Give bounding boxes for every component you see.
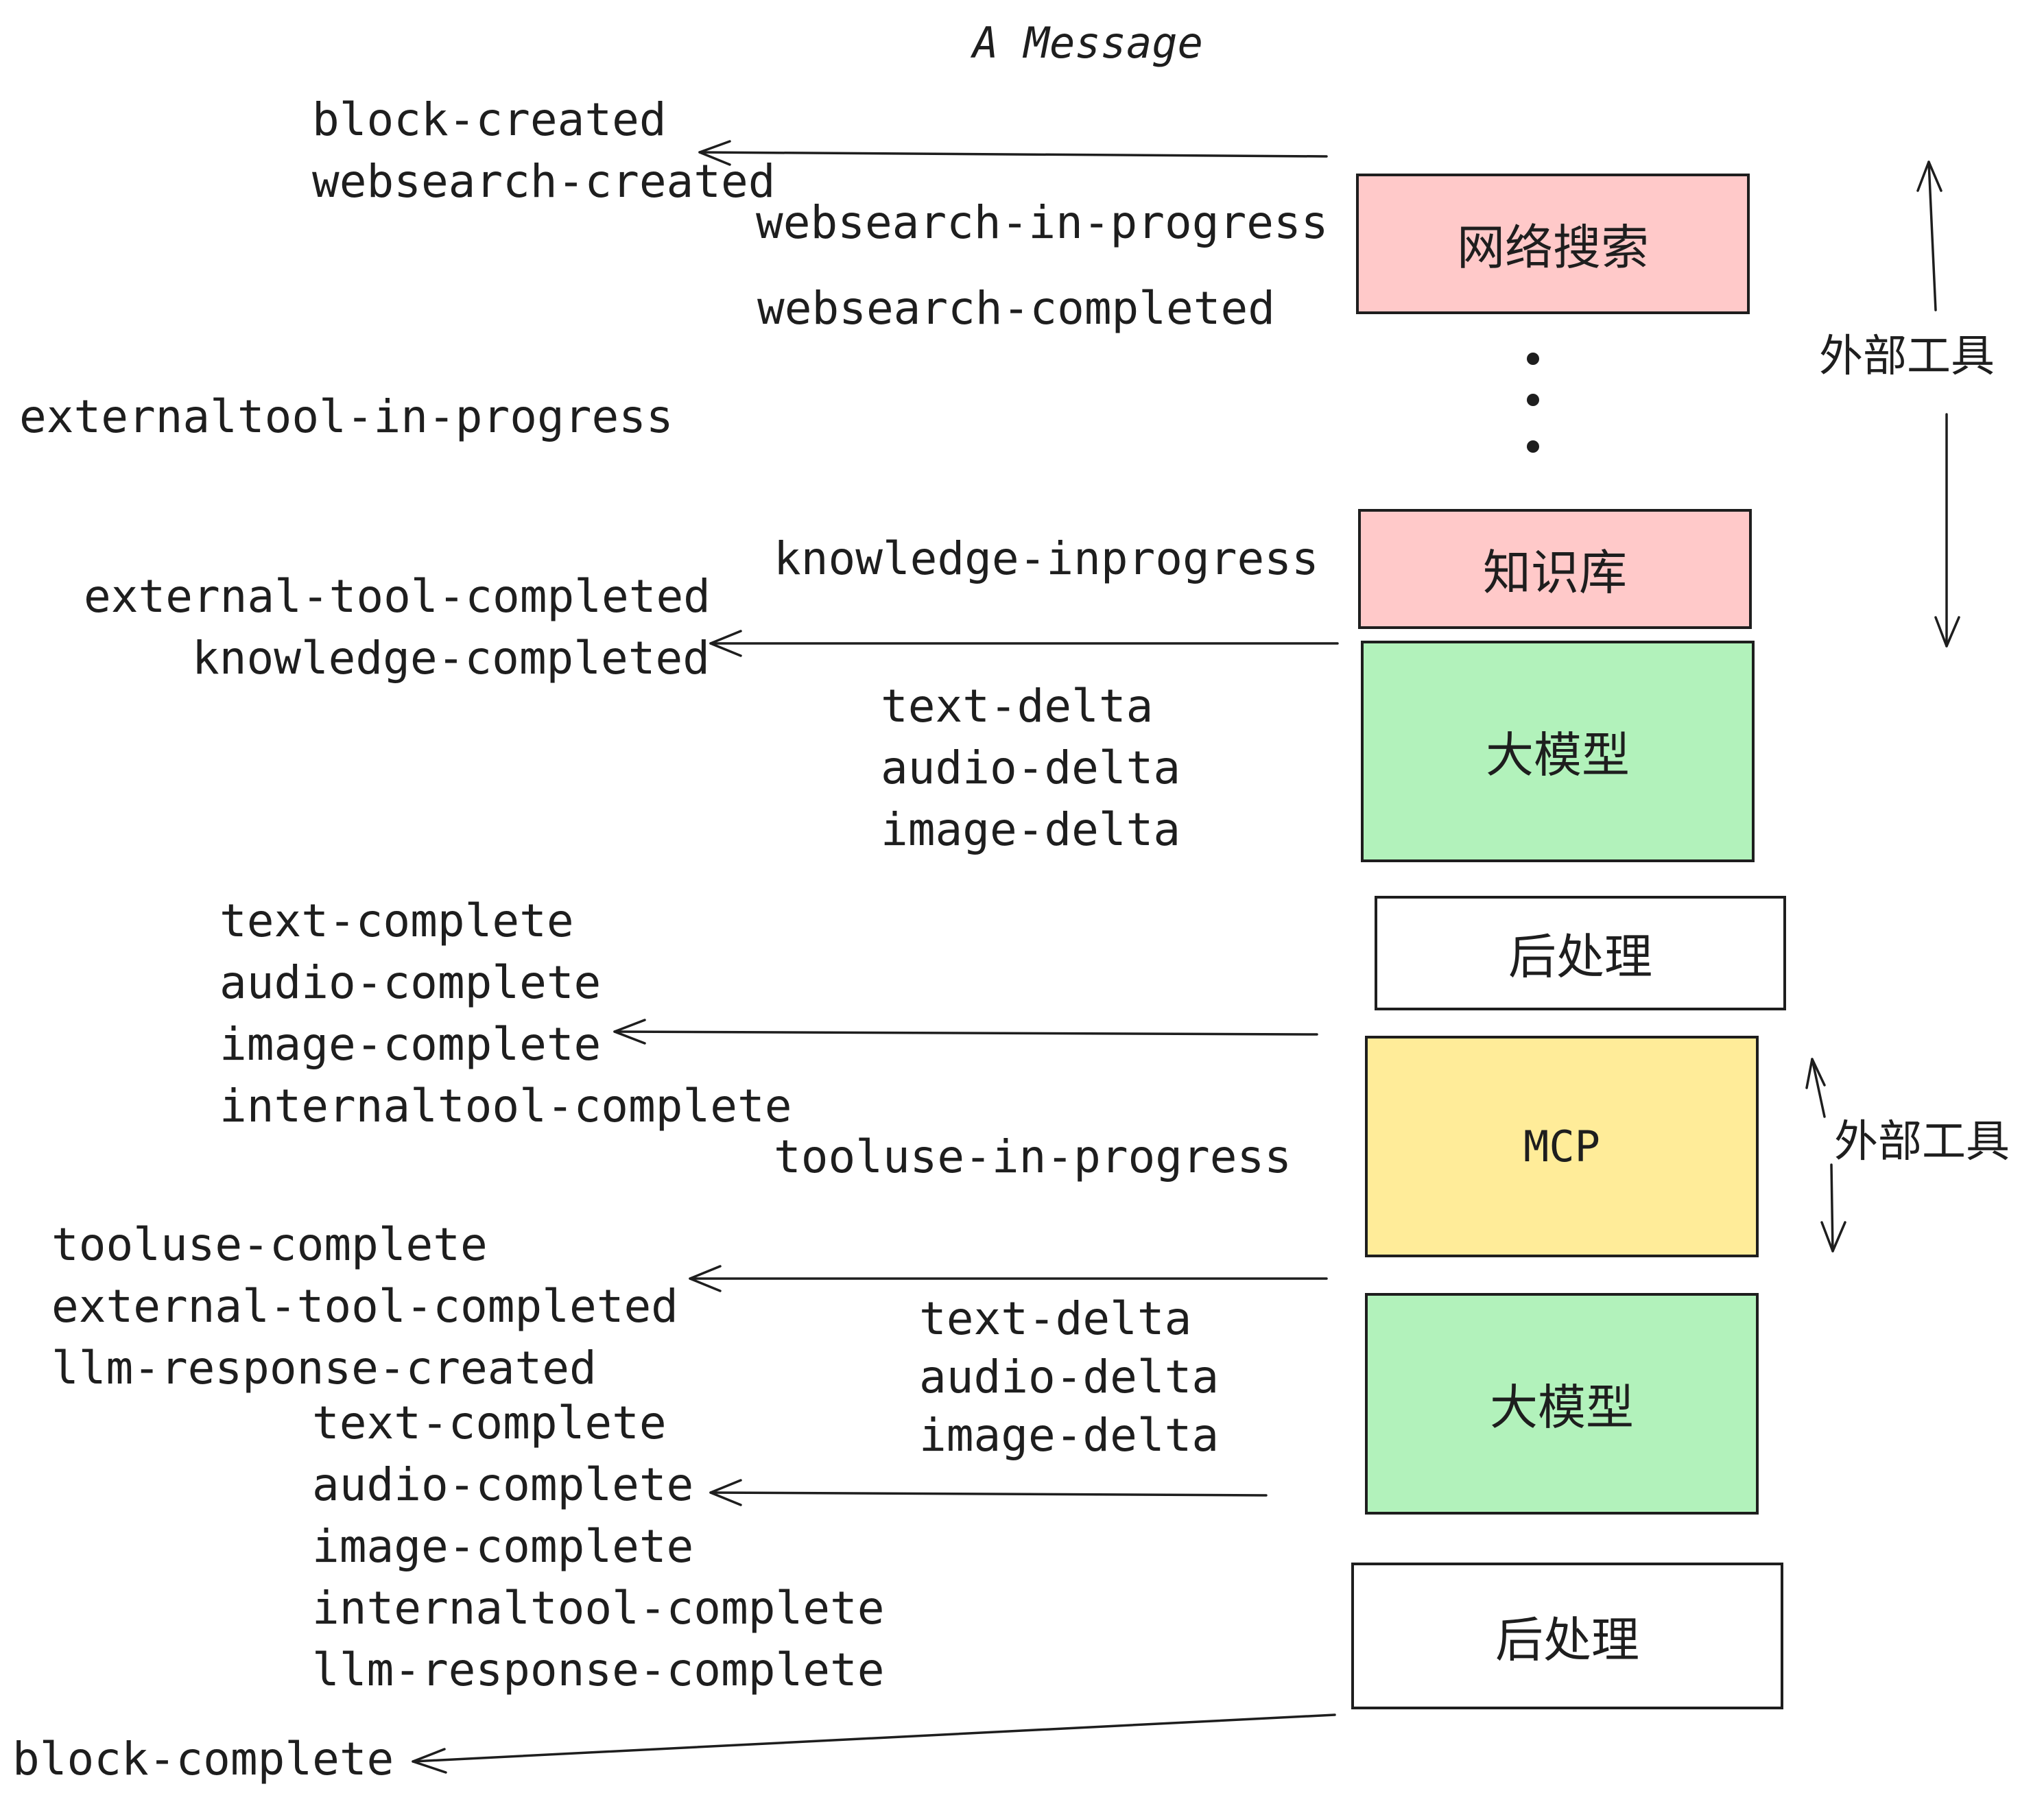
event-text-delta: text-delta: [919, 1292, 1192, 1345]
arrow-mcp-tools-up: [1805, 1058, 1826, 1118]
postprocess-box-1: 后处理: [1375, 896, 1786, 1010]
event-image-complete: image-complete: [219, 1018, 602, 1071]
event-audio-delta: audio-delta: [881, 741, 1181, 794]
event-audio-complete: audio-complete: [312, 1458, 694, 1511]
arrow-external-tools-up: [1916, 161, 1942, 311]
llm-box-2-label: 大模型: [1490, 1379, 1634, 1436]
event-block-complete: block-complete: [12, 1733, 394, 1785]
event-text-complete: text-complete: [312, 1397, 667, 1449]
llm-box-1: 大模型: [1361, 641, 1755, 862]
external-tools-label-top: 外部工具: [1819, 331, 1995, 382]
event-image-complete: image-complete: [312, 1520, 694, 1573]
mcp-box-label: MCP: [1523, 1121, 1600, 1172]
arrow-complete-1: [613, 1019, 1318, 1045]
event-external-tool-completed: external-tool-completed: [84, 570, 711, 623]
event-block-created: block-created: [312, 93, 667, 146]
event-llm-response-complete: llm-response-complete: [312, 1643, 885, 1696]
event-websearch-in-progress: websearch-in-progress: [756, 196, 1329, 249]
event-external-tool-completed: external-tool-completed: [51, 1280, 678, 1333]
event-tooluse-in-progress: tooluse-in-progress: [774, 1130, 1292, 1183]
event-llm-response-created: llm-response-created: [51, 1342, 597, 1394]
event-image-delta: image-delta: [881, 803, 1181, 856]
event-externaltool-in-progress: externaltool-in-progress: [19, 390, 674, 443]
ellipsis-dot: [1527, 394, 1539, 406]
knowledge-box: 知识库: [1358, 509, 1752, 629]
postprocess-box-2: 后处理: [1351, 1563, 1783, 1709]
arrow-external-tools-down: [1934, 413, 1960, 648]
arrow-tooluse-complete: [689, 1265, 1328, 1292]
knowledge-box-label: 知识库: [1483, 545, 1627, 601]
arrow-block-complete: [412, 1713, 1336, 1774]
diagram-title: A Message: [973, 18, 1203, 68]
event-knowledge-completed: knowledge-completed: [192, 632, 710, 685]
arrow-complete-2: [709, 1479, 1268, 1506]
event-audio-delta: audio-delta: [919, 1351, 1220, 1403]
event-websearch-created: websearch-created: [312, 155, 776, 208]
mcp-box: MCP: [1365, 1036, 1759, 1257]
event-text-complete: text-complete: [219, 894, 574, 947]
ellipsis-dot: [1527, 353, 1539, 365]
event-websearch-completed: websearch-completed: [757, 282, 1275, 335]
event-internaltool-complete: internaltool-complete: [219, 1080, 792, 1132]
event-text-delta: text-delta: [881, 680, 1154, 733]
event-knowledge-inprogress: knowledge-inprogress: [774, 532, 1319, 585]
event-image-delta: image-delta: [919, 1409, 1220, 1462]
event-tooluse-complete: tooluse-complete: [51, 1218, 488, 1271]
event-audio-complete: audio-complete: [219, 956, 602, 1009]
arrow-block-created: [698, 140, 1328, 166]
arrow-mcp-tools-down: [1820, 1163, 1846, 1253]
postprocess-box-2-label: 后处理: [1495, 1611, 1639, 1668]
websearch-box: 网络搜索: [1356, 174, 1750, 314]
external-tools-label-mcp: 外部工具: [1834, 1117, 2010, 1167]
event-internaltool-complete: internaltool-complete: [312, 1582, 885, 1635]
llm-box-1-label: 大模型: [1486, 727, 1630, 783]
postprocess-box-1-label: 后处理: [1508, 929, 1652, 985]
arrow-knowledge-completed: [709, 630, 1339, 657]
websearch-box-label: 网络搜索: [1457, 219, 1649, 276]
ellipsis-dot: [1527, 440, 1539, 453]
llm-box-2: 大模型: [1365, 1293, 1759, 1515]
